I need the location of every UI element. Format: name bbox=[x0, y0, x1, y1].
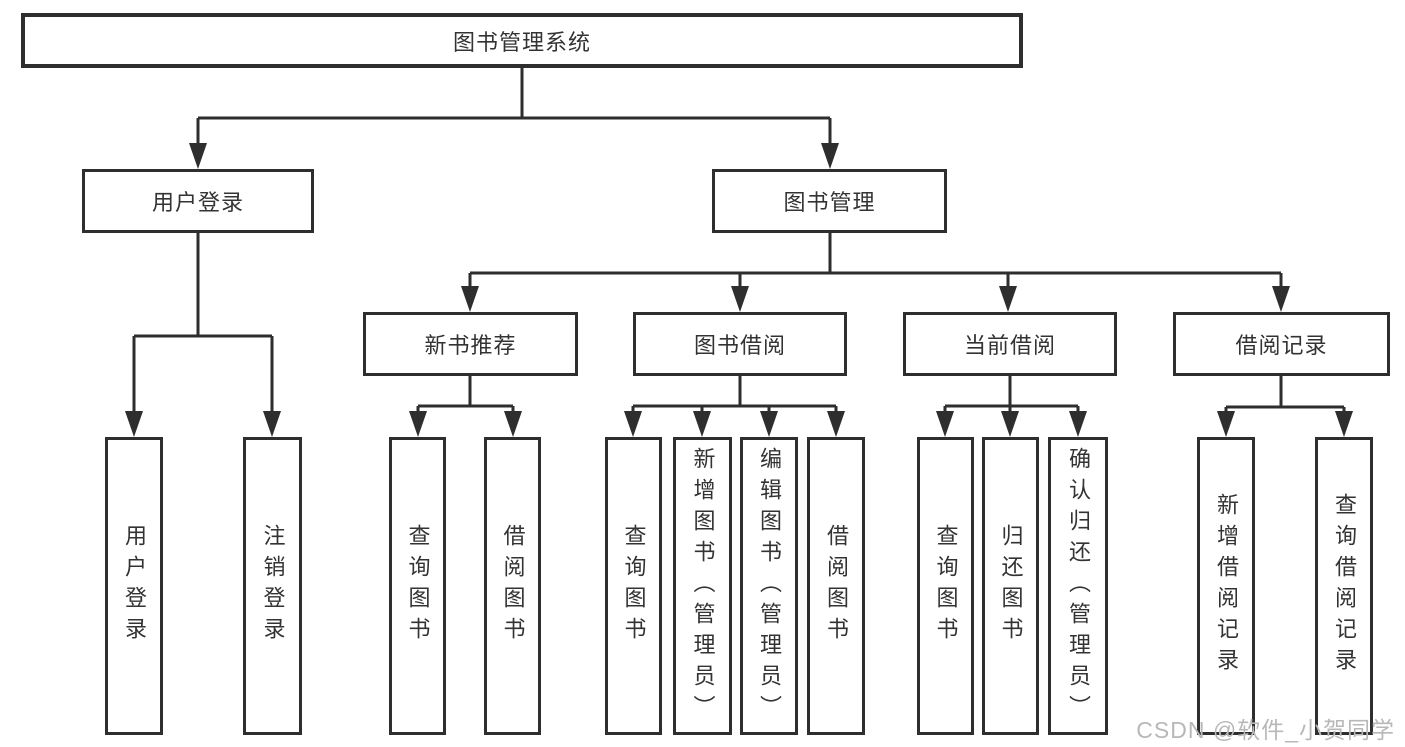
leaf-recommend-query-books-label: 查询图书 bbox=[405, 524, 431, 648]
leaf-logout-label: 注销登录 bbox=[260, 524, 286, 648]
leaf-user-login: 用户登录 bbox=[105, 437, 163, 735]
node-book-borrow-label: 图书借阅 bbox=[693, 333, 786, 358]
root-node: 图书管理系统 bbox=[21, 13, 1023, 68]
leaf-edit-book-admin-label: 编辑图书（管理员） bbox=[757, 446, 782, 726]
connector-borrow-branch bbox=[631, 376, 838, 413]
connector-book-management-branch bbox=[468, 233, 1283, 288]
leaf-add-book-admin-label: 新增图书（管理员） bbox=[690, 446, 716, 726]
leaf-add-borrow-record: 新增借阅记录 bbox=[1197, 437, 1255, 735]
leaf-edit-book-admin: 编辑图书（管理员） bbox=[740, 437, 798, 735]
leaf-recommend-borrow-books-label: 借阅图书 bbox=[500, 524, 526, 648]
node-user-login-label: 用户登录 bbox=[151, 190, 244, 215]
node-current-borrow-label: 当前借阅 bbox=[963, 333, 1056, 358]
connector-root-to-level2 bbox=[196, 68, 832, 145]
leaf-query-borrow-record: 查询借阅记录 bbox=[1315, 437, 1373, 735]
leaf-borrow-books: 借阅图书 bbox=[807, 437, 865, 735]
leaf-add-borrow-record-label: 新增借阅记录 bbox=[1214, 493, 1239, 679]
leaf-borrow-books-label: 借阅图书 bbox=[824, 524, 849, 648]
leaf-confirm-return-admin: 确认归还（管理员） bbox=[1048, 437, 1108, 735]
leaf-recommend-borrow-books: 借阅图书 bbox=[484, 437, 541, 735]
watermark: CSDN @软件_小贺同学 bbox=[1136, 717, 1395, 743]
node-borrow-records: 借阅记录 bbox=[1173, 312, 1390, 376]
arrowheads bbox=[125, 143, 1353, 437]
leaf-return-book: 归还图书 bbox=[982, 437, 1039, 735]
node-book-borrow: 图书借阅 bbox=[633, 312, 847, 376]
node-book-management-label: 图书管理 bbox=[783, 190, 876, 215]
connector-records-branch bbox=[1224, 376, 1346, 413]
leaf-recommend-query-books: 查询图书 bbox=[389, 437, 446, 735]
connector-user-login-branch bbox=[132, 233, 274, 413]
leaf-logout: 注销登录 bbox=[243, 437, 302, 735]
leaf-return-book-label: 归还图书 bbox=[998, 524, 1024, 648]
node-borrow-records-label: 借阅记录 bbox=[1235, 333, 1328, 358]
node-new-book-recommend: 新书推荐 bbox=[363, 312, 578, 376]
leaf-add-book-admin: 新增图书（管理员） bbox=[673, 437, 732, 735]
leaf-user-login-label: 用户登录 bbox=[122, 524, 147, 648]
node-book-management: 图书管理 bbox=[712, 169, 947, 233]
connector-recommend-branch bbox=[416, 376, 515, 413]
node-current-borrow: 当前借阅 bbox=[903, 312, 1117, 376]
leaf-current-query-books-label: 查询图书 bbox=[933, 524, 959, 648]
leaf-confirm-return-admin-label: 确认归还（管理员） bbox=[1066, 446, 1091, 726]
root-node-label: 图书管理系统 bbox=[452, 29, 591, 55]
node-user-login: 用户登录 bbox=[82, 169, 314, 233]
leaf-borrow-query-books-label: 查询图书 bbox=[621, 524, 647, 648]
node-new-book-recommend-label: 新书推荐 bbox=[424, 333, 517, 358]
leaf-query-borrow-record-label: 查询借阅记录 bbox=[1332, 493, 1357, 679]
connector-current-branch bbox=[943, 376, 1080, 413]
leaf-borrow-query-books: 查询图书 bbox=[605, 437, 662, 735]
leaf-current-query-books: 查询图书 bbox=[917, 437, 974, 735]
